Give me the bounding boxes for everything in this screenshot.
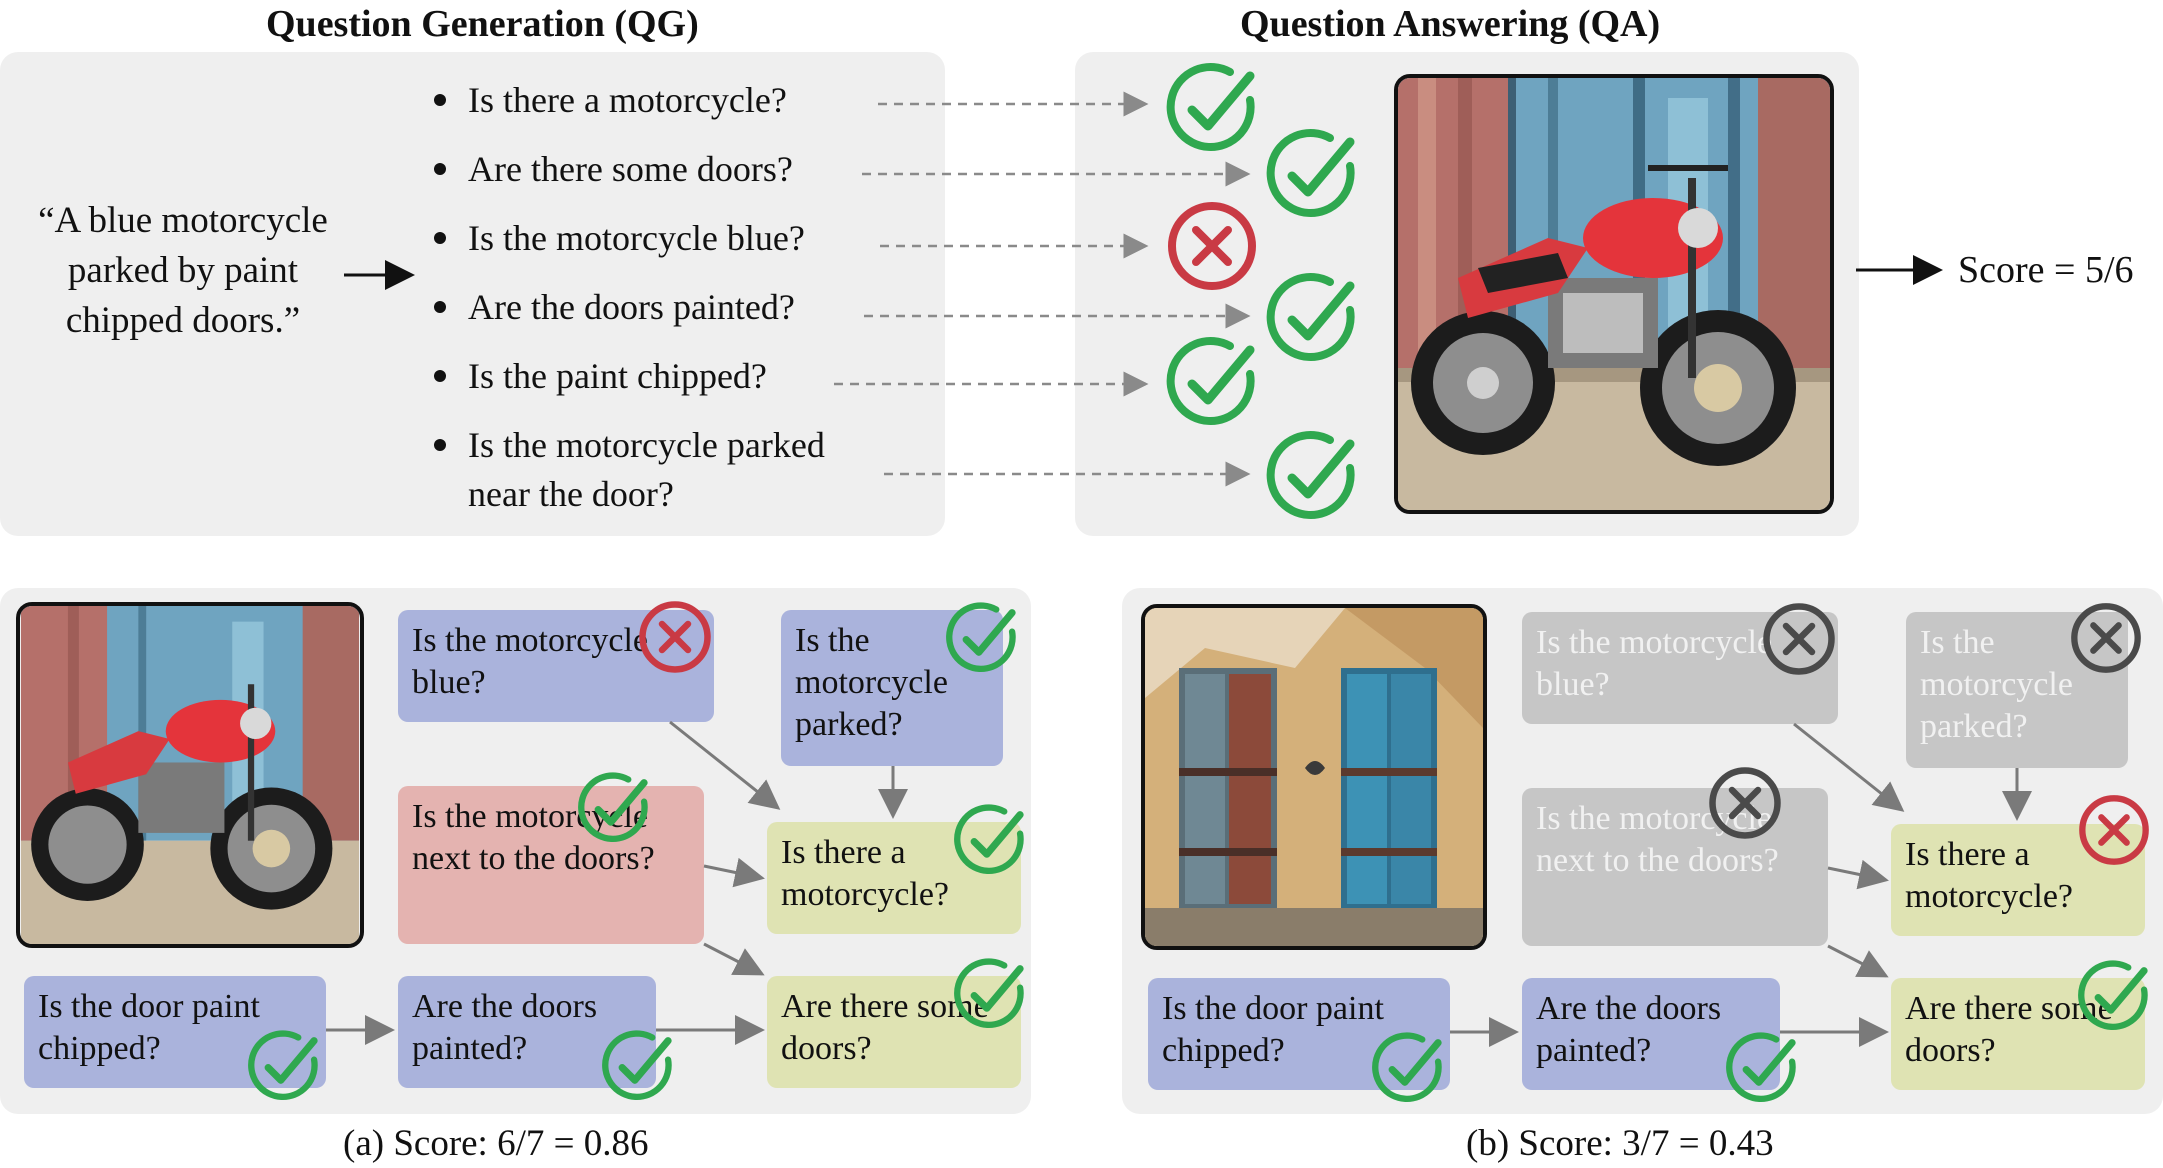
graph-a-node-next: Is the motorcycle next to the doors? (398, 786, 704, 944)
graph-b-node-doors: Are there some doors? (1891, 978, 2145, 1090)
motorcycle-photo-small (16, 602, 364, 948)
caption-b: (b) Score: 3/7 = 0.43 (1466, 1123, 1774, 1164)
check-icon (1266, 273, 1355, 361)
edge-b-next-doors (1827, 944, 1889, 978)
check-icon (1266, 129, 1355, 217)
check-icon (954, 958, 1024, 1029)
edge-a-blue-there (669, 720, 781, 810)
graph-a-node-doors: Are there some doors? (767, 976, 1021, 1088)
cross-icon (639, 601, 711, 673)
score-text: Score = 5/6 (1958, 249, 2134, 291)
graph-a-node-parked: Is the motorcycle parked? (781, 610, 1003, 766)
bullet (434, 163, 446, 175)
edge-a-next-there (703, 857, 765, 888)
check-icon (1266, 431, 1355, 519)
check-icon (602, 1030, 672, 1101)
qg-title: Question Generation (QG) (266, 3, 699, 45)
question-3: Is the motorcycle blue? (468, 218, 805, 258)
question-2: Are there some doors? (468, 149, 793, 189)
bullet (434, 94, 446, 106)
qg-panel (0, 52, 945, 536)
graph-a-node-painted: Are the doors painted? (398, 976, 656, 1088)
bullet (434, 439, 446, 451)
check-icon (946, 602, 1016, 673)
skipped-cross-icon (1763, 603, 1835, 675)
question-4: Are the doors painted? (468, 287, 795, 327)
check-icon (578, 772, 648, 843)
check-icon (1166, 337, 1255, 425)
prompt-text: “A blue motorcycle parked by paint chipp… (20, 196, 346, 346)
caption-a: (a) Score: 6/7 = 0.86 (343, 1123, 649, 1164)
motorcycle-photo (1394, 74, 1834, 514)
edge-b-blue-there (1793, 722, 1905, 812)
bullet (434, 370, 446, 382)
question-6-line-2: near the door? (468, 474, 674, 514)
skipped-cross-icon (2071, 603, 2141, 673)
check-icon (248, 1030, 318, 1101)
doors-photo (1141, 604, 1487, 950)
bullet (434, 232, 446, 244)
qa-title: Question Answering (QA) (1240, 3, 1661, 45)
prompt-line-3: chipped doors.” (65, 300, 301, 341)
check-icon (2078, 960, 2148, 1031)
skipped-cross-icon (1709, 767, 1781, 839)
check-icon (1726, 1032, 1796, 1103)
question-5: Is the paint chipped? (468, 356, 767, 396)
prompt-line-1: “A blue motorcycle (38, 200, 328, 241)
cross-icon (2079, 795, 2149, 865)
check-icon (1166, 63, 1255, 151)
question-1: Is there a motorcycle? (468, 80, 787, 120)
question-6: Is the motorcycle parked (468, 425, 825, 465)
graph-a-node-there: Is there a motorcycle? (767, 822, 1021, 934)
check-icon (954, 804, 1024, 875)
graph-b-node-parked: Is the motorcycle parked? (1906, 612, 2128, 768)
edge-a-next-doors (703, 942, 765, 976)
graph-b-node-painted: Are the doors painted? (1522, 978, 1780, 1090)
bullet (434, 301, 446, 313)
prompt-line-2: parked by paint (67, 250, 299, 291)
check-icon (1372, 1032, 1442, 1103)
edge-b-next-there (1827, 859, 1889, 890)
cross-icon (1168, 202, 1256, 290)
